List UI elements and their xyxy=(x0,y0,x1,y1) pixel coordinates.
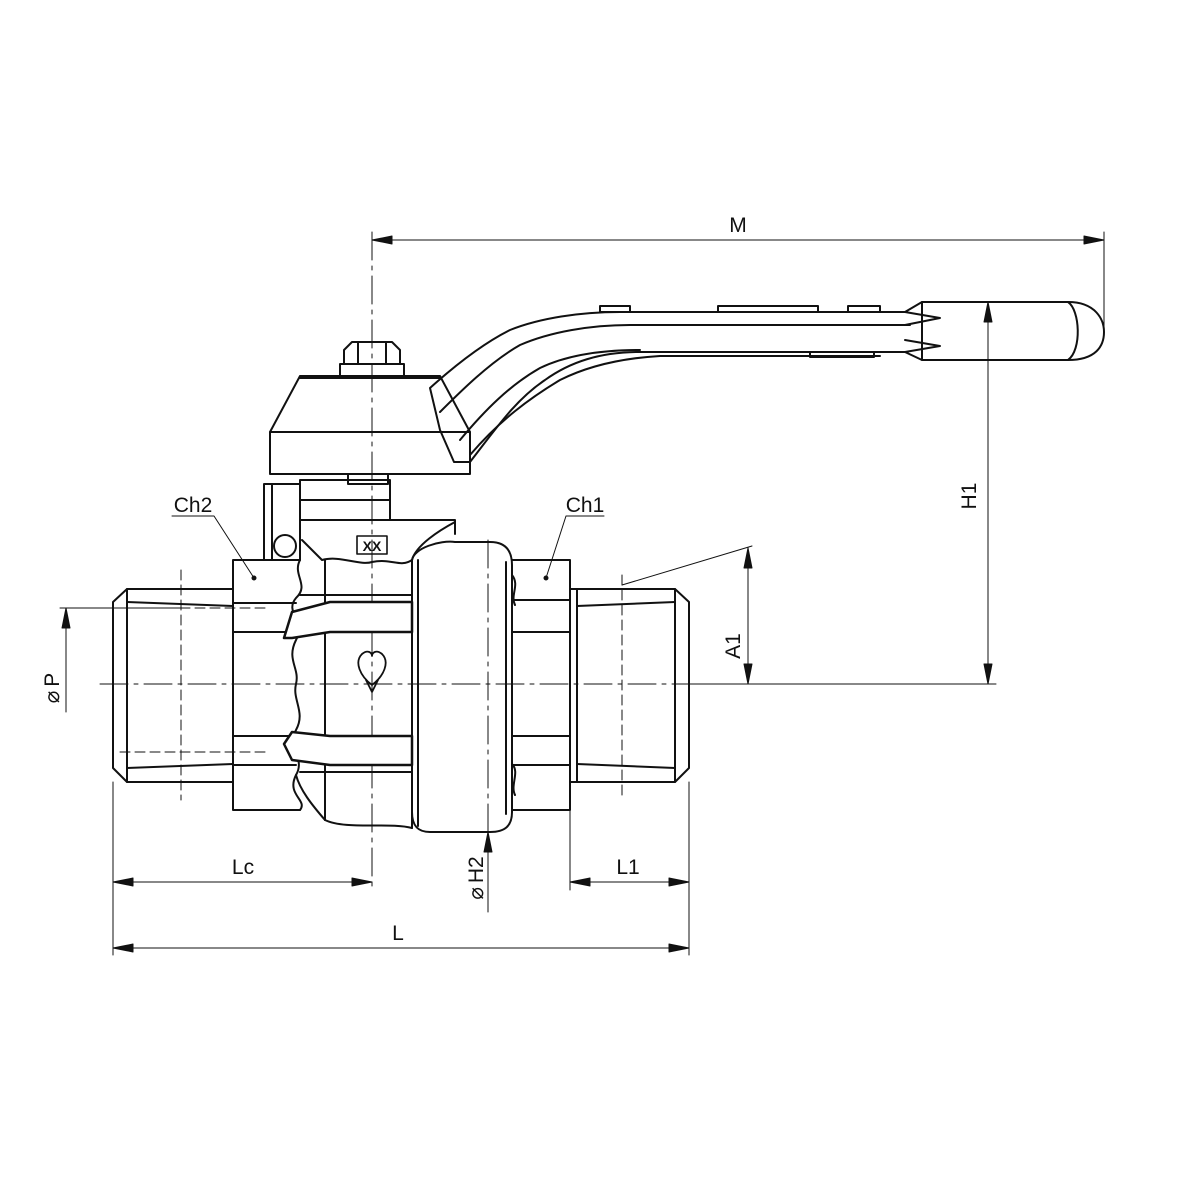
dim-label-H1: H1 xyxy=(958,483,981,510)
union-nut xyxy=(411,540,513,833)
dimension-labels: M H1 A1 Ch1 Ch2 ⌀P ⌀H2 Lc L1 L xyxy=(41,214,981,945)
dim-label-A1: A1 xyxy=(722,633,745,659)
right-thread-end xyxy=(569,588,690,783)
body-marking-text: XX xyxy=(363,538,382,554)
body-marking: XX xyxy=(356,535,388,555)
lever-handle xyxy=(429,301,1105,463)
flow-direction-symbol xyxy=(357,650,387,693)
dim-label-L: L xyxy=(392,922,404,945)
dim-label-P: ⌀P xyxy=(41,673,64,704)
dim-label-P-text: P xyxy=(41,673,64,687)
dim-label-Lc: Lc xyxy=(232,856,254,879)
stem-assembly xyxy=(263,473,456,561)
handle-head xyxy=(269,341,471,475)
left-thread-end xyxy=(112,588,234,783)
dim-label-Ch2: Ch2 xyxy=(174,494,213,517)
diameter-symbol-H2: ⌀ xyxy=(465,887,488,900)
diameter-symbol-P: ⌀ xyxy=(41,691,64,704)
dimension-lines xyxy=(59,231,1105,956)
dim-label-L1: L1 xyxy=(616,856,639,879)
dim-label-Ch1: Ch1 xyxy=(566,494,605,517)
center-lines xyxy=(99,231,707,891)
dim-label-M: M xyxy=(729,214,747,237)
dim-label-H2-text: H2 xyxy=(465,856,488,883)
central-body xyxy=(282,519,456,829)
dim-label-H2: ⌀ H2 xyxy=(465,856,488,900)
right-hex-body xyxy=(511,559,571,811)
left-hex-body xyxy=(232,559,301,811)
